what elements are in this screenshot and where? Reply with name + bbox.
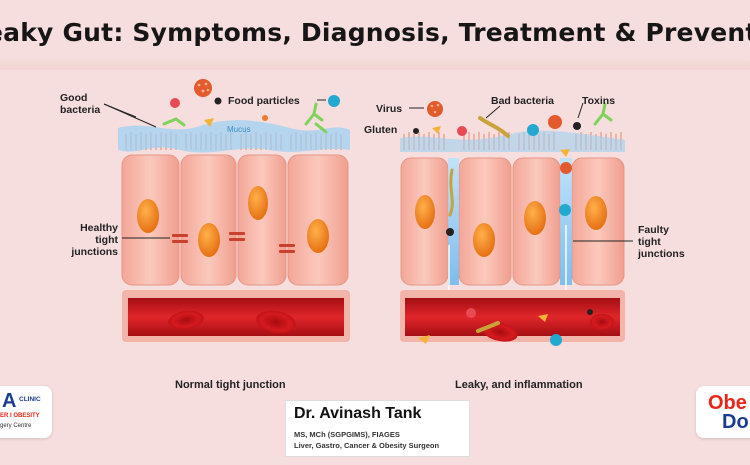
clinic-logo-word: CLINIC [19, 396, 41, 403]
clinic-logo-mark: A [2, 390, 17, 412]
nucleus [248, 186, 268, 220]
food-particle [214, 97, 222, 105]
bad-bacteria [478, 116, 510, 138]
food-particle [170, 98, 180, 108]
doctor-card: Dr. Avinash Tank MS, MCh (SGPGIMS), FIAG… [285, 400, 470, 457]
left-caption: Normal tight junction [175, 379, 286, 391]
food-particle [204, 118, 214, 127]
left-epithelium [103, 79, 350, 342]
label-toxins: Toxins [582, 95, 616, 107]
nucleus [415, 195, 435, 229]
label-bad-bacteria: Bad bacteria [491, 95, 555, 107]
gluten-particle [432, 126, 441, 134]
good-bacteria [304, 102, 328, 134]
nucleus [137, 199, 159, 233]
epithelial-cell [180, 154, 237, 286]
leak-gap [560, 158, 572, 285]
label-food-particles: Food particles [228, 95, 300, 107]
clinic-logo-word: gery Centre [0, 423, 32, 429]
red-blood-cell [256, 310, 296, 334]
virus [427, 101, 443, 117]
food-particle [194, 79, 212, 97]
title-band [0, 58, 750, 70]
label-good-bacteria: Good bacteria [60, 92, 101, 116]
nucleus [307, 219, 329, 253]
right-epithelium [400, 101, 633, 346]
mucus-layer [118, 120, 350, 153]
food-particle [328, 95, 340, 107]
toxin-bacteria [593, 102, 613, 126]
red-blood-cell [168, 310, 204, 330]
label-virus: Virus [376, 103, 403, 115]
obesity-doctor-logo: Obe Do [696, 386, 750, 438]
leak-gap [448, 158, 459, 285]
label-faulty-tight-junctions: Faulty tight junctions [638, 224, 685, 260]
logo-word: Obe [708, 392, 747, 414]
gluten-particle [413, 128, 419, 134]
epithelial-cell [237, 154, 287, 286]
nucleus [585, 196, 607, 230]
logo-word: Do [722, 411, 749, 433]
nucleus [198, 223, 220, 257]
clinic-logo: A CLINIC ER I OBESITY gery Centre [0, 386, 52, 438]
label-gluten: Gluten [364, 124, 398, 136]
mucus-layer [400, 130, 625, 152]
doctor-name: Dr. Avinash Tank [294, 405, 422, 422]
doctor-specialty: Liver, Gastro, Cancer & Obesity Surgeon [294, 441, 440, 450]
doctor-qualifications: MS, MCh (SGPGIMS), FIAGES [294, 430, 400, 439]
label-mucus: Mucus [227, 125, 251, 134]
right-caption: Leaky, and inflammation [455, 379, 583, 391]
label-healthy-tight-junctions: Healthy tight junctions [71, 222, 118, 258]
nucleus [473, 223, 495, 257]
good-bacteria [162, 117, 186, 127]
blood-vessel [128, 298, 344, 336]
clinic-logo-word: ER I OBESITY [0, 413, 40, 419]
nucleus [524, 201, 546, 235]
page-title: eaky Gut: Symptoms, Diagnosis, Treatment… [0, 18, 750, 47]
epithelial-cell [458, 157, 512, 286]
tight-junctions [172, 232, 295, 253]
